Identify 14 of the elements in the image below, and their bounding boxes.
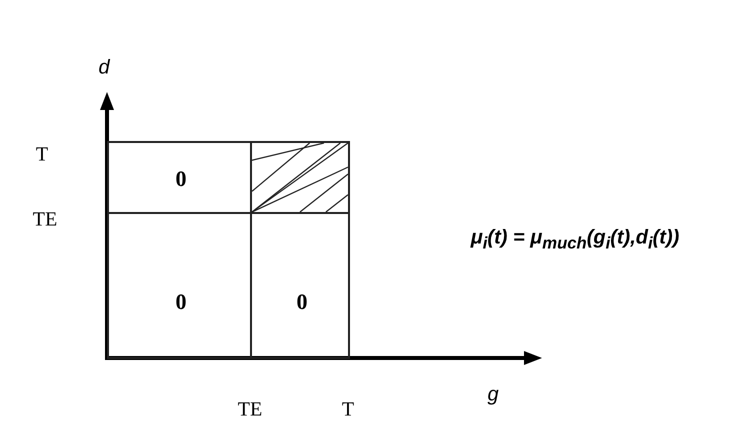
region-value: 0 [296, 289, 308, 315]
axis-label: g [487, 384, 499, 406]
axis-label: d [98, 56, 110, 80]
tick-label: T [36, 144, 48, 166]
hatched-region [250, 141, 350, 214]
region-value: 0 [176, 166, 186, 192]
tick-label: TE [32, 208, 58, 232]
tick-label: T [342, 398, 354, 422]
tick-label: TE [238, 398, 262, 422]
grid-region [250, 212, 350, 359]
formula: μ$_{i}$(t) = μ$_{much}$(g$_{i}$(t),d$_{i}$(t)) [470, 226, 680, 254]
region-value: 0 [176, 289, 186, 315]
grid-region [107, 141, 252, 214]
grid-region [107, 212, 252, 359]
